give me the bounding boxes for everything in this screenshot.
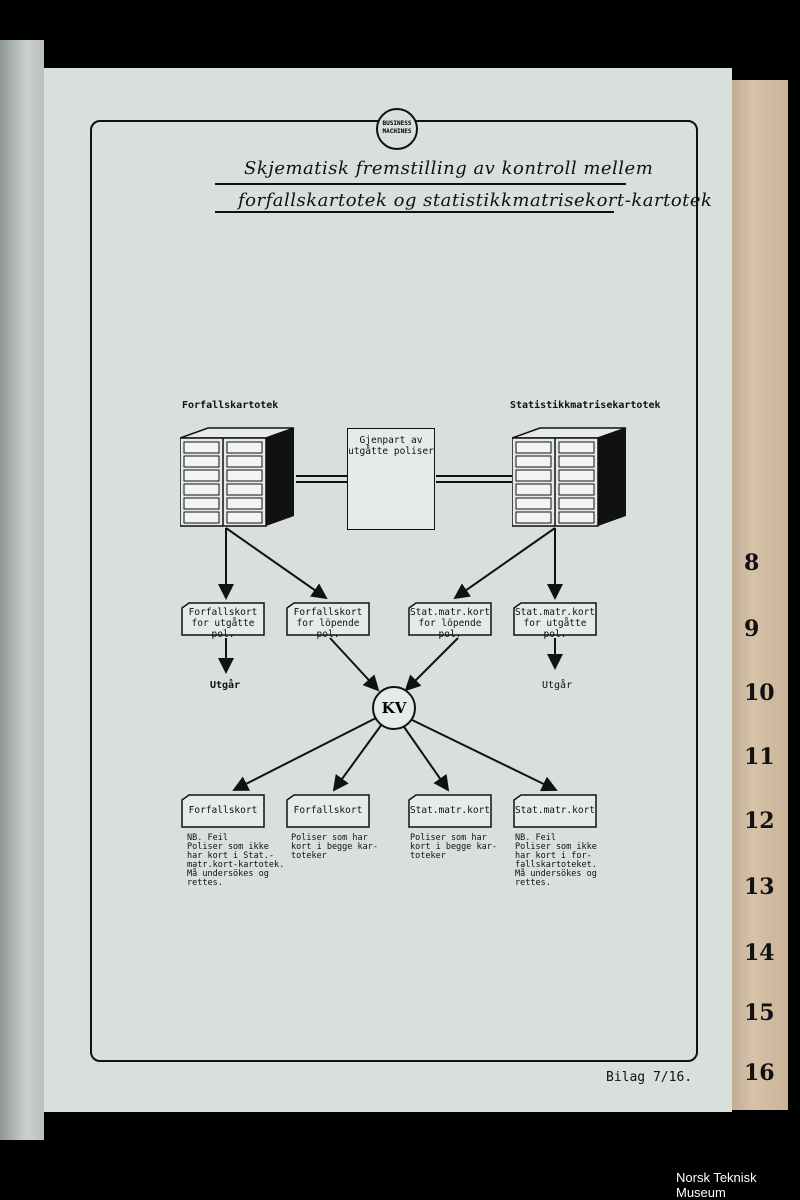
page-footer: Bilag 7/16. xyxy=(606,1070,693,1085)
note-3: Poliser som har kort i begge kar- toteke… xyxy=(410,833,497,861)
card-shape xyxy=(286,602,370,636)
card-shape xyxy=(408,794,492,828)
right-filing-cabinet xyxy=(512,427,627,527)
index-tab-13[interactable]: 13 xyxy=(744,874,775,900)
index-tab-15[interactable]: 15 xyxy=(744,1000,775,1026)
card-shape xyxy=(408,602,492,636)
title-line-1: Skjematisk fremstilling av kontroll mell… xyxy=(244,158,654,179)
card-bottom-4: Stat.matr.kort xyxy=(513,794,597,828)
index-tab-8[interactable]: 8 xyxy=(744,550,760,576)
museum-watermark: Norsk Teknisk Museum xyxy=(676,1170,757,1200)
card-shape xyxy=(513,602,597,636)
utgar-left-label: Utgår xyxy=(210,680,241,691)
note-4: NB. Feil Poliser som ikke har kort i for… xyxy=(515,833,597,888)
index-tab-12[interactable]: 12 xyxy=(744,808,775,834)
card-shape xyxy=(286,794,370,828)
note-2: Poliser som har kort i begge kar- toteke… xyxy=(291,833,378,861)
left-filing-cabinet xyxy=(180,427,295,527)
utgar-right-label: Utgår xyxy=(542,680,573,691)
card-shape xyxy=(181,602,265,636)
card-bottom-3: Stat.matr.kort xyxy=(408,794,492,828)
note-1: NB. Feil Poliser som ikke har kort i Sta… xyxy=(187,833,285,888)
title-line-2: forfallskartotek og statistikkmatrisekor… xyxy=(238,190,713,211)
left-cabinet-label: Forfallskartotek xyxy=(182,400,279,411)
index-tabs-strip xyxy=(728,80,788,1110)
card-bottom-2: Forfallskort xyxy=(286,794,370,828)
business-machines-logo: BUSINESS MACHINES xyxy=(376,108,418,150)
center-box-copies: Gjenpart av utgåtte poliser xyxy=(347,428,435,530)
binder-left-page xyxy=(0,40,44,1140)
index-tab-11[interactable]: 11 xyxy=(744,744,775,770)
document-page xyxy=(44,68,732,1112)
index-tab-16[interactable]: 16 xyxy=(744,1060,775,1086)
index-tab-9[interactable]: 9 xyxy=(744,616,760,642)
index-tab-10[interactable]: 10 xyxy=(744,680,775,706)
right-cabinet-label: Statistikkmatrisekartotek xyxy=(510,400,661,411)
card-shape xyxy=(513,794,597,828)
index-tab-14[interactable]: 14 xyxy=(744,940,775,966)
kv-control-node: KV xyxy=(372,686,416,730)
card-bottom-1: Forfallskort xyxy=(181,794,265,828)
card-shape xyxy=(181,794,265,828)
